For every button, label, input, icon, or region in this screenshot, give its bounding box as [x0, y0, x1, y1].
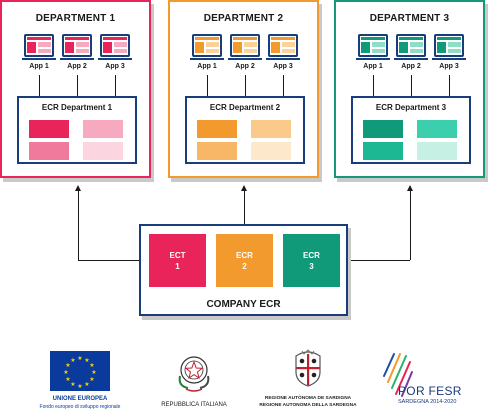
data-tile [251, 142, 291, 160]
company-ecr-box: ECT 1 ECR 2 ECR 3 COMPANY ECR [139, 224, 348, 316]
app-1: App 1 [356, 34, 390, 70]
block-number: 1 [175, 261, 180, 271]
arrow-up-icon [241, 185, 247, 191]
data-tile [417, 120, 457, 138]
svg-text:★: ★ [77, 355, 82, 362]
data-tile [29, 142, 69, 160]
por-fesr-title: POR FESR [398, 384, 462, 398]
company-ecr-block-3: ECR 3 [283, 234, 340, 287]
data-tile [417, 142, 457, 160]
app-1: App 1 [22, 34, 56, 70]
svg-text:★: ★ [70, 357, 75, 364]
data-tile [83, 142, 123, 160]
app-label: App 1 [197, 63, 217, 70]
department-title: DEPARTMENT 1 [35, 13, 116, 24]
monitor-icon [62, 34, 92, 57]
app-label: App 1 [363, 63, 383, 70]
app-3: App 3 [266, 34, 300, 70]
monitor-icon [268, 34, 298, 57]
department-ecr-box: ECR Department 1 [17, 96, 137, 164]
monitor-icon [396, 34, 426, 57]
arrow-up-icon [407, 185, 413, 191]
department-title: DEPARTMENT 3 [369, 13, 450, 24]
monitor-icon [24, 34, 54, 57]
company-ecr-title: COMPANY ECR [206, 299, 281, 310]
app-3: App 3 [432, 34, 466, 70]
data-tile [29, 120, 69, 138]
department-ecr-label: ECR Department 1 [41, 103, 113, 112]
app-label: App 2 [401, 63, 421, 70]
monitor-icon [192, 34, 222, 57]
por-fesr-stripes-icon [383, 353, 413, 397]
app-2: App 2 [394, 34, 428, 70]
app-label: App 3 [105, 63, 125, 70]
data-tile [197, 142, 237, 160]
sardegna-name-italian: REGIONE AUTONOMA DELLA SARDEGNA [259, 403, 357, 408]
block-number: 2 [242, 261, 247, 271]
company-ecr-block-1: ECT 1 [149, 234, 206, 287]
eu-name: UNIONE EUROPEA [52, 396, 108, 402]
svg-text:★: ★ [84, 381, 89, 388]
app-2: App 2 [228, 34, 262, 70]
data-tile [197, 120, 237, 138]
app-label: App 2 [67, 63, 87, 70]
svg-text:★: ★ [91, 369, 96, 376]
monitor-icon [230, 34, 260, 57]
italy-name: REPUBBLICA ITALIANA [161, 402, 227, 408]
monitor-icon [358, 34, 388, 57]
svg-text:★: ★ [89, 376, 94, 383]
svg-text:★: ★ [65, 362, 70, 369]
svg-text:★: ★ [89, 362, 94, 369]
block-number: 3 [309, 261, 314, 271]
svg-text:★: ★ [65, 376, 70, 383]
svg-text:★: ★ [77, 383, 82, 390]
app-3: App 3 [98, 34, 132, 70]
department-ecr-box: ECR Department 2 [185, 96, 305, 164]
department-ecr-box: ECR Department 3 [351, 96, 471, 164]
app-label: App 1 [29, 63, 49, 70]
department-ecr-label: ECR Department 2 [209, 103, 281, 112]
data-tile [363, 142, 403, 160]
data-tile [83, 120, 123, 138]
svg-text:★: ★ [63, 369, 68, 376]
eu-flag-icon: ★★★ ★★★ ★★★ ★★★ [50, 351, 110, 391]
app-2: App 2 [60, 34, 94, 70]
monitor-icon [434, 34, 464, 57]
italian-emblem-icon [178, 356, 210, 392]
department-1-panel: DEPARTMENT 1 App 1 App 2 App 3 [0, 0, 151, 178]
app-label: App 3 [273, 63, 293, 70]
department-title: DEPARTMENT 2 [203, 13, 284, 24]
app-label: App 2 [235, 63, 255, 70]
department-3-panel: DEPARTMENT 3 App 1 App 2 App 3 [334, 0, 485, 178]
block-label: ECR [303, 250, 320, 260]
company-ecr-block-2: ECR 2 [216, 234, 273, 287]
monitor-icon [100, 34, 130, 57]
por-fesr-subtitle: SARDEGNA 2014-2020 [398, 399, 457, 405]
data-tile [251, 120, 291, 138]
eu-fund: Fondo europeo di sviluppo regionale [39, 404, 121, 410]
data-tile [363, 120, 403, 138]
arrow-up-icon [75, 185, 81, 191]
sardegna-name-sardinian: REGIONE AUTÒNOMA DE SARDIGNA [264, 396, 352, 401]
sardinia-crest-icon [295, 349, 321, 387]
app-1: App 1 [190, 34, 224, 70]
block-label: ECT [169, 250, 186, 260]
app-label: App 3 [439, 63, 459, 70]
svg-text:★: ★ [70, 381, 75, 388]
block-label: ECR [236, 250, 253, 260]
svg-text:★: ★ [84, 357, 89, 364]
department-ecr-label: ECR Department 3 [375, 103, 447, 112]
department-2-panel: DEPARTMENT 2 App 1 App 2 App 3 [168, 0, 319, 178]
